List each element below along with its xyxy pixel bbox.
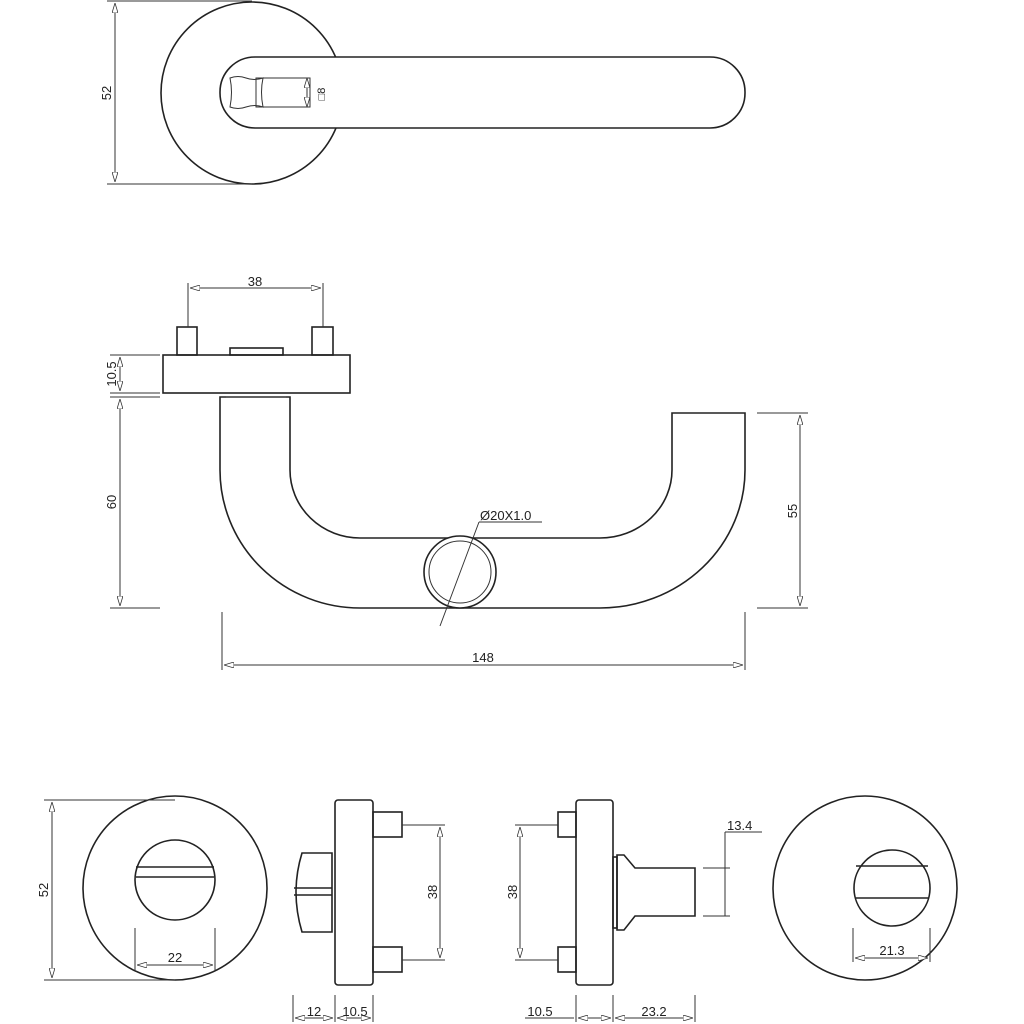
lever-profile xyxy=(219,396,746,609)
lever-outline xyxy=(219,56,746,129)
dim-rose-diameter-bottom: 52 xyxy=(36,883,51,897)
dim-tube: Ø20X1.0 xyxy=(480,508,531,523)
escutcheon-front-left: 22 52 xyxy=(36,795,268,981)
dim-right-pin-spacing: 38 xyxy=(505,885,520,899)
dim-rose-thickness: 10.5 xyxy=(104,361,119,386)
dim-lever-length: 148 xyxy=(472,650,494,665)
dim-knob-length: 23.2 xyxy=(641,1004,666,1019)
top-view: □8 52 xyxy=(99,0,746,185)
side-view: 38 10.5 60 Ø20X1.0 55 148 xyxy=(104,274,808,670)
pin-left xyxy=(176,326,198,356)
dim-square-spindle: □8 xyxy=(316,88,328,101)
escutcheon-front-right: 21.3 xyxy=(772,795,958,981)
dim-left-hole: 22 xyxy=(168,950,182,965)
rose-plate xyxy=(162,354,351,394)
dim-lever-height: 60 xyxy=(104,495,119,509)
dim-left-thickness: 10.5 xyxy=(342,1004,367,1019)
square-spindle xyxy=(255,77,311,108)
dim-right-hole: 21.3 xyxy=(879,943,904,958)
dim-lever-drop: 55 xyxy=(785,504,800,518)
dim-pin-spacing: 38 xyxy=(248,274,262,289)
dim-rose-diameter: 52 xyxy=(99,86,114,100)
dim-left-pin-spacing: 38 xyxy=(425,885,440,899)
dim-right-thickness: 10.5 xyxy=(527,1004,552,1019)
spindle xyxy=(229,347,284,356)
dim-screw-length: 12 xyxy=(307,1004,321,1019)
dim-knob-width: 13.4 xyxy=(727,818,752,833)
pin-right xyxy=(311,326,334,356)
escutcheon-side-left: 38 12 10.5 xyxy=(292,799,445,1022)
escutcheon-side-right: 38 13.4 10.5 23.2 xyxy=(505,799,762,1022)
